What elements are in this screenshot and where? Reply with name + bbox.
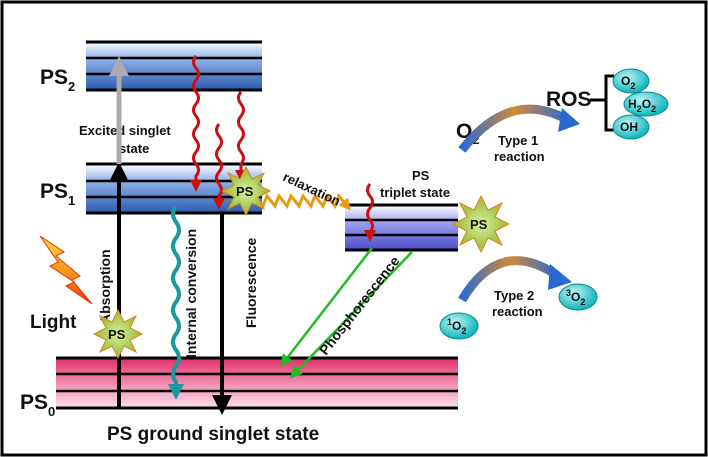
wavy-relaxation-arrow-1 xyxy=(190,55,202,192)
svg-text:PS: PS xyxy=(108,327,126,342)
svg-text:O2: O2 xyxy=(621,74,635,91)
excited-singlet-label-line2: state xyxy=(119,141,149,156)
ps-star-triplet: PS xyxy=(451,194,511,254)
ps-star-ground: PS xyxy=(92,308,144,360)
lightning-icon xyxy=(39,235,93,305)
triplet-label-line2: triplet state xyxy=(380,185,450,200)
triplet-oxygen-bubble: 3O2 xyxy=(558,283,598,311)
singlet-oxygen-bubble: 1O2 xyxy=(439,312,479,340)
ground-state-label: PS ground singlet state xyxy=(107,424,319,445)
svg-text:H2O2: H2O2 xyxy=(628,97,656,114)
absorption-label: Absorption xyxy=(97,249,113,324)
internal-conversion-label: Internal conversion xyxy=(183,229,199,358)
ros-o2-bubble: O2 xyxy=(612,68,650,94)
ros-h2o2-bubble: H2O2 xyxy=(623,91,669,117)
fluorescence-label: Fluorescence xyxy=(243,238,259,328)
svg-text:PS: PS xyxy=(236,184,254,199)
ps2-label: PS2 xyxy=(40,66,75,94)
ps0-label: PS0 xyxy=(20,391,55,419)
ros-label: ROS xyxy=(546,88,592,111)
type2-label-line2: reaction xyxy=(492,304,543,319)
ps2-energy-band xyxy=(86,40,262,92)
light-label: Light xyxy=(30,312,77,333)
svg-text:OH: OH xyxy=(620,120,638,134)
internal-conversion-arrow xyxy=(168,204,184,400)
svg-text:PS: PS xyxy=(470,217,488,232)
wavy-relaxation-arrow-3 xyxy=(213,123,225,210)
wavy-relaxation-arrow-triplet xyxy=(364,183,376,242)
svg-text:3O2: 3O2 xyxy=(566,288,585,307)
phosphorescence-arrow-2 xyxy=(289,251,413,379)
type1-arc-arrow xyxy=(458,104,571,153)
type1-arrowhead xyxy=(558,108,580,132)
type1-label-line2: reaction xyxy=(494,149,545,164)
type2-arc-arrow xyxy=(458,256,561,303)
ground-energy-band xyxy=(56,356,458,410)
type1-label-line1: Type 1 xyxy=(498,133,538,148)
triplet-energy-band xyxy=(345,203,458,252)
type2-arrowhead xyxy=(548,264,572,290)
ps1-label: PS1 xyxy=(40,180,75,208)
triplet-label-line1: PS xyxy=(412,168,430,183)
svg-text:1O2: 1O2 xyxy=(447,317,466,336)
wavy-relaxation-arrow-2 xyxy=(235,91,247,182)
phosphorescence-arrow-1 xyxy=(280,247,373,367)
relaxation-arrow xyxy=(253,193,351,211)
ps-star-singlet: PS xyxy=(220,165,272,217)
excited-singlet-label-line1: Excited singlet xyxy=(79,123,171,138)
ros-oh-bubble: OH xyxy=(612,114,650,140)
ros-bracket xyxy=(604,74,614,132)
type2-label-line1: Type 2 xyxy=(494,288,534,303)
